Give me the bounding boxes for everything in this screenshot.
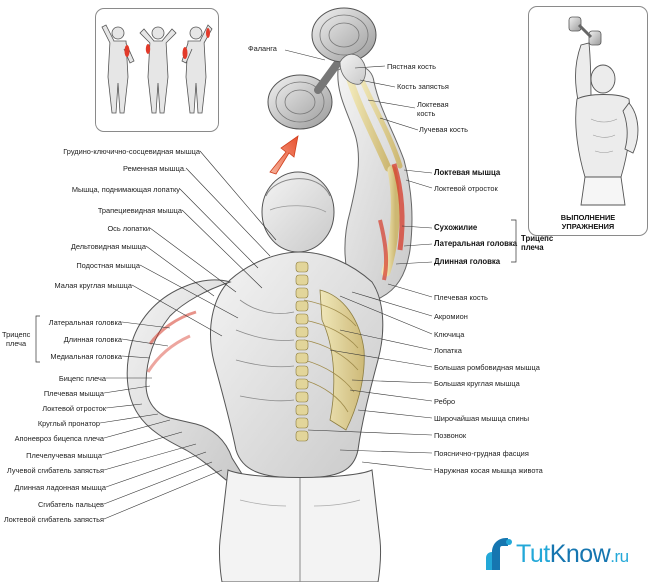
label-right-9: Пояснично-грудная фасция bbox=[434, 449, 529, 458]
label-left-11: Бицепс плеча bbox=[58, 374, 106, 383]
logo-hand-icon bbox=[486, 538, 512, 570]
label-left-16: Плечелучевая мышца bbox=[26, 451, 102, 460]
label-left-5: Дельтовидная мышца bbox=[70, 242, 146, 251]
label-right-3: Лопатка bbox=[434, 346, 462, 355]
label-triceps-right-2: плеча bbox=[521, 243, 544, 252]
label-left-17: Лучевой сгибатель запястья bbox=[6, 466, 104, 475]
label-left-15: Апоневроз бицепса плеча bbox=[14, 434, 104, 443]
label-right-0: Плечевая кость bbox=[434, 293, 488, 302]
label-left-7: Малая круглая мышца bbox=[54, 281, 132, 290]
label-radius: Лучевая кость bbox=[419, 125, 468, 134]
label-ulna: Локтевая кость bbox=[417, 100, 449, 118]
logo-text: TutKnow.ru bbox=[516, 540, 629, 569]
site-logo[interactable]: TutKnow.ru bbox=[482, 532, 642, 576]
inset-exercise: ВЫПОЛНЕНИЕ УПРАЖНЕНИЯ bbox=[528, 6, 648, 236]
label-left-8: Латеральная головка bbox=[48, 318, 122, 327]
logo-part-1: Tut bbox=[516, 540, 550, 568]
label-left-19: Сгибатель пальцев bbox=[37, 500, 104, 509]
label-right-5: Большая круглая мышца bbox=[434, 379, 520, 388]
label-left-14: Круглый пронатор bbox=[37, 419, 100, 428]
label-right-8: Позвонок bbox=[434, 431, 467, 440]
label-right-6: Ребро bbox=[434, 397, 456, 406]
torso bbox=[210, 251, 384, 479]
label-left-1: Ременная мышца. bbox=[123, 164, 186, 173]
label-left-18: Длинная ладонная мышца bbox=[14, 483, 106, 492]
label-right-7: Широчайшая мышца спины bbox=[434, 414, 530, 423]
label-left-12: Плечевая мышца bbox=[43, 389, 104, 398]
label-right-4: Большая ромбовидная мышца bbox=[434, 363, 540, 372]
exercise-figure bbox=[568, 16, 639, 206]
inset-figures bbox=[101, 24, 213, 114]
raised-arm bbox=[337, 53, 413, 299]
label-left-3: Трапециевидная мышца bbox=[97, 206, 182, 215]
label-triceps-left-1: Трицепс bbox=[2, 330, 31, 339]
label-left-20: Локтевой сгибатель запястья bbox=[3, 515, 104, 524]
dumbbell bbox=[267, 7, 377, 130]
logo-part-2: Know bbox=[549, 540, 611, 568]
label-left-6: Подостная мышца bbox=[76, 261, 140, 270]
label-olecranon-right: Локтевой отросток bbox=[434, 184, 498, 193]
label-right-2: Ключица bbox=[434, 330, 465, 339]
spine bbox=[295, 261, 309, 442]
label-left-4: Ось лопатки bbox=[107, 224, 150, 233]
label-triceps-left-2: плеча bbox=[6, 339, 27, 348]
label-left-9: Длинная головка bbox=[63, 335, 122, 344]
label-left-13: Локтевой отросток bbox=[42, 404, 106, 413]
label-long-head: Длинная головка bbox=[434, 257, 501, 266]
head bbox=[261, 171, 335, 253]
label-right-1: Акромион bbox=[434, 312, 468, 321]
label-left-10: Медиальная головка bbox=[50, 352, 122, 361]
inset-muscle-map bbox=[95, 8, 219, 132]
exercise-caption: ВЫПОЛНЕНИЕ УПРАЖНЕНИЯ bbox=[560, 213, 616, 231]
label-carpal: Кость запястья bbox=[397, 82, 449, 91]
label-anconeus: Локтевая мышца bbox=[434, 168, 501, 177]
label-left-2: Мышца, поднимающая лопатку bbox=[71, 185, 180, 194]
motion-arrow bbox=[269, 135, 299, 175]
label-metacarpal: Пястная кость bbox=[387, 62, 436, 71]
left-arm bbox=[126, 279, 243, 481]
label-phalanx: Фаланга bbox=[248, 44, 277, 53]
label-triceps-right-1: Трицепс bbox=[521, 234, 554, 243]
label-tendon: Сухожилие bbox=[434, 223, 478, 232]
label-lateral-head: Латеральная головка bbox=[434, 239, 518, 248]
label-right-10: Наружная косая мышца живота bbox=[434, 466, 543, 475]
logo-part-3: .ru bbox=[610, 547, 629, 566]
label-left-0: Грудино-ключично-сосцевидная мышца bbox=[63, 147, 200, 156]
